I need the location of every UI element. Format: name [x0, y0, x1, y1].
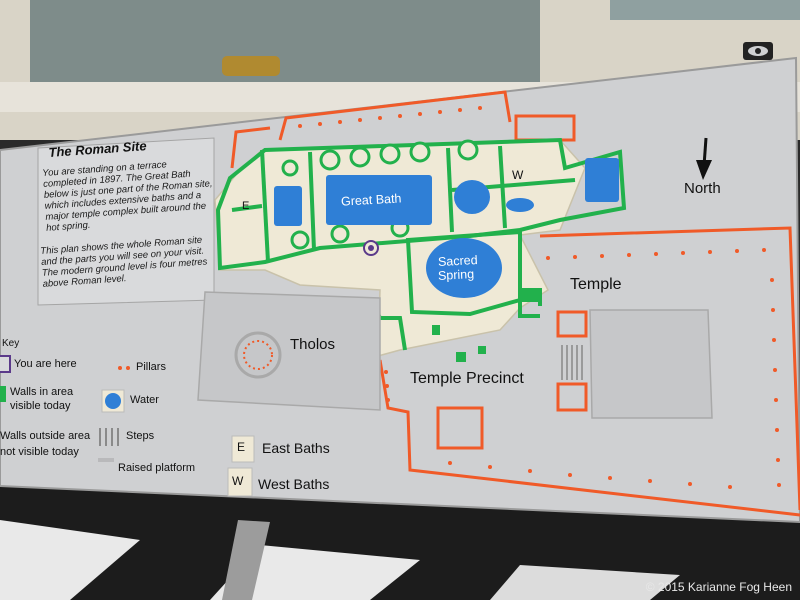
temple-platform [589, 309, 713, 419]
table-leg [222, 520, 270, 600]
window-glass-left [30, 0, 540, 82]
floor-tile [490, 565, 680, 600]
you-are-here-marker [363, 240, 379, 256]
photo-credit: © 2015 Karianne Fog Heen [645, 580, 792, 594]
temple-steps [561, 345, 583, 380]
north-arrow-icon [696, 137, 712, 180]
floor-tile [210, 545, 420, 600]
floor-tile [0, 520, 140, 600]
map-label-spring: Spring [437, 267, 475, 283]
map-label-west-baths-marker: W [512, 168, 524, 182]
tactile-eye-icon [743, 42, 773, 60]
map-label-tholos: Tholos [290, 336, 336, 353]
key-you-are-here: You are here [14, 358, 77, 370]
visible-wall-blocks [432, 288, 542, 362]
window-glass-right [610, 0, 800, 20]
key-water: Water [130, 394, 159, 406]
map-label-east-baths-marker: E [242, 200, 250, 212]
key-steps: Steps [126, 430, 155, 442]
map-label-temple: Temple [570, 276, 622, 293]
key-walls-outside-line-2: not visible today [0, 446, 79, 458]
key-west-baths: West Baths [258, 476, 330, 492]
window-latch [222, 56, 280, 76]
key-heading: Key [2, 338, 20, 349]
key-west-tile: W [232, 474, 244, 488]
map-label-temple-precinct: Temple Precinct [410, 370, 524, 387]
precinct-platform [197, 291, 381, 411]
key-east-baths: East Baths [262, 440, 330, 456]
key-walls-visible-line-1: Walls in area [10, 386, 74, 398]
water-pools [274, 158, 619, 298]
key-symbols [0, 355, 255, 497]
key-east-tile: E [237, 440, 246, 454]
key-walls-outside-line-1: Walls outside area [0, 430, 91, 442]
key-raised-platform: Raised platform [118, 462, 196, 474]
map-label-north: North [684, 180, 721, 197]
key-walls-visible-line-2: visible today [10, 400, 71, 412]
tholos-ring [234, 331, 282, 379]
key-pillars: Pillars [136, 361, 166, 373]
panel-intro-paragraph-1: You are standing on a terrace completed … [42, 159, 213, 234]
